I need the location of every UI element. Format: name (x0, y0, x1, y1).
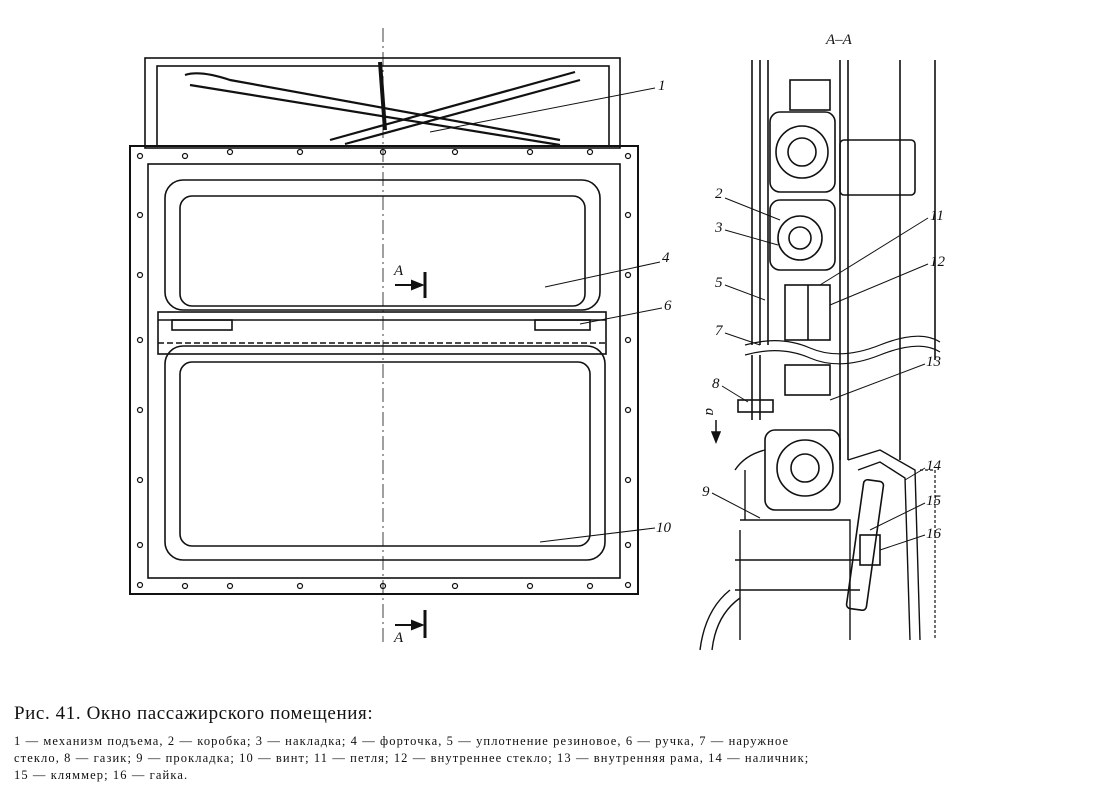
lower-frame (735, 519, 860, 640)
divider-rail (157, 311, 607, 355)
section-marker-label-bottom: A (393, 630, 404, 646)
callout-13: 13 (926, 354, 941, 370)
latch (737, 399, 774, 413)
window-drawing: 1 4 6 10 A A A–A 2 3 5 7 8 9 11 12 13 14… (129, 28, 946, 651)
callout-7: 7 (715, 323, 724, 339)
leader-lines (429, 87, 663, 543)
callout-1: 1 (658, 78, 666, 94)
handle-right (534, 319, 591, 331)
section-marker-label-top: A (393, 263, 404, 279)
callout-16: 16 (926, 526, 942, 542)
bottom-sash (164, 345, 606, 561)
view-arrow (710, 420, 722, 445)
callout-3: 3 (714, 220, 723, 236)
legend-line: стекло, 8 — газик; 9 — прокладка; 10 — в… (14, 751, 810, 765)
legend-line: 15 — кляммер; 16 — гайка. (14, 768, 189, 782)
legend-line: 1 — механизм подъема, 2 — коробка; 3 — н… (14, 734, 790, 748)
callout-4: 4 (662, 250, 670, 266)
view-marker: a (702, 408, 718, 416)
section-view (699, 60, 941, 651)
top-sash (164, 179, 601, 311)
callout-15: 15 (926, 493, 942, 509)
callout-8: 8 (712, 376, 720, 392)
front-view (129, 28, 663, 645)
figure-title: Рис. 41. Окно пассажирского помещения: (14, 703, 374, 724)
callout-11: 11 (930, 208, 944, 224)
upper-bracket (839, 139, 916, 196)
callout-5: 5 (715, 275, 723, 291)
section-marker-bottom (395, 610, 427, 638)
screw-holes (136, 148, 632, 590)
wood-box-bottom (764, 429, 841, 511)
callout-10: 10 (656, 520, 672, 536)
wood-box-top (769, 111, 836, 193)
section-leaders (711, 197, 929, 551)
break-line (744, 335, 941, 355)
lift-mechanism (184, 61, 581, 147)
callout-12: 12 (930, 254, 946, 270)
section-title: A–A (825, 32, 853, 48)
callout-2: 2 (715, 186, 723, 202)
section-marker-top (395, 272, 427, 298)
upper-frame (144, 57, 621, 149)
clamp (845, 478, 885, 612)
handle-left (171, 319, 233, 331)
figure-legend: 1 — механизм подъема, 2 — коробка; 3 — н… (14, 733, 1114, 784)
callout-6: 6 (664, 298, 672, 314)
nut (859, 534, 881, 566)
main-frame (129, 145, 639, 595)
wood-box-mid (769, 199, 836, 271)
callout-14: 14 (926, 458, 942, 474)
callout-9: 9 (702, 484, 710, 500)
trim-casing (847, 449, 921, 641)
